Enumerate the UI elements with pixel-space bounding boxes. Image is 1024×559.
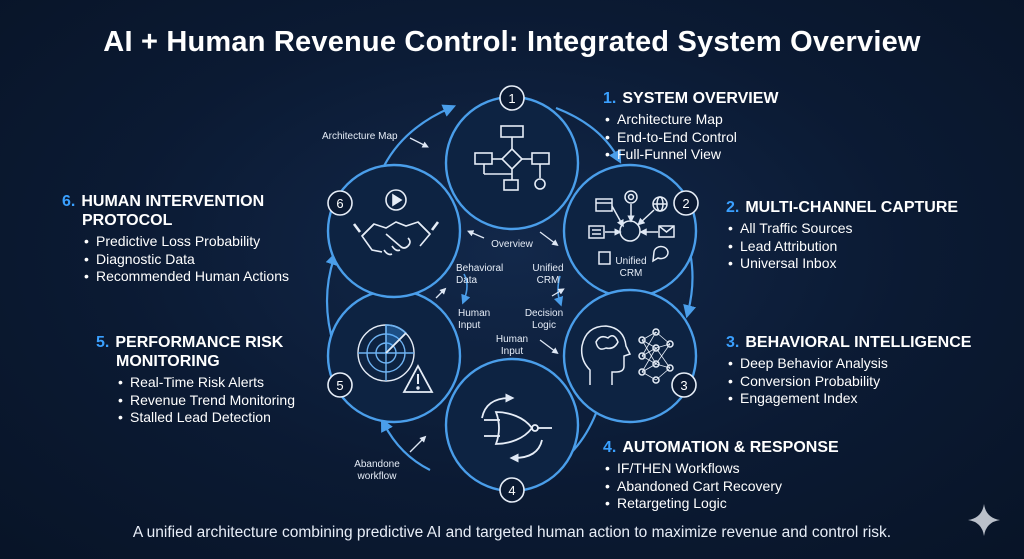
flow-labels: Architecture Map Abandone workflow Overv…	[322, 131, 564, 482]
sparkle-icon	[968, 504, 1000, 536]
list-item: Recommended Human Actions	[82, 268, 289, 286]
label-architecture-map: Architecture Map	[322, 131, 398, 142]
node-badge-4: 4	[499, 477, 525, 503]
crm-icon-label-line1: Unified	[615, 256, 646, 267]
svg-text:6: 6	[336, 196, 343, 211]
list-item: Architecture Map	[603, 111, 779, 129]
brain-neural-icon	[580, 325, 674, 385]
section-items: Predictive Loss Probability Diagnostic D…	[82, 233, 289, 286]
node-circle-6	[326, 163, 462, 299]
node-circle-5	[326, 288, 462, 424]
section-title: 2.MULTI-CHANNEL CAPTURE	[726, 199, 959, 216]
list-item: Lead Attribution	[726, 238, 958, 256]
list-item: All Traffic Sources	[726, 220, 958, 238]
section-automation-response: 4.AUTOMATION & RESPONSE IF/THEN Workflow…	[603, 438, 839, 513]
section-title: 4.AUTOMATION & RESPONSE	[603, 439, 839, 456]
node-badge-6: 6	[327, 190, 353, 216]
section-items: Real-Time Risk Alerts Revenue Trend Moni…	[116, 374, 295, 427]
handshake-icon	[352, 189, 440, 256]
radar-warning-icon	[357, 324, 434, 393]
label-unified-line2: CRM	[537, 275, 560, 286]
list-item: Real-Time Risk Alerts	[116, 374, 295, 392]
label-human-input-line1: Human	[458, 308, 490, 319]
label-human-input-b-line1: Human	[496, 334, 528, 345]
list-item: Retargeting Logic	[603, 495, 839, 513]
section-items: IF/THEN Workflows Abandoned Cart Recover…	[603, 460, 839, 513]
node-badge-3: 3	[671, 372, 697, 398]
node-circle-2: Unified CRM	[562, 163, 698, 299]
node-circle-4	[444, 357, 580, 493]
list-item: Universal Inbox	[726, 255, 958, 273]
label-unified-line1: Unified	[532, 263, 563, 274]
list-item: IF/THEN Workflows	[603, 460, 839, 478]
node-badge-2: 2	[673, 190, 699, 216]
list-item: Conversion Probability	[726, 373, 971, 391]
node-badge-5: 5	[327, 372, 353, 398]
label-abandone-line2: workflow	[357, 471, 398, 482]
section-title: 1.SYSTEM OVERVIEW	[603, 90, 779, 107]
label-human-input-b-line2: Input	[501, 346, 523, 357]
list-item: Deep Behavior Analysis	[726, 355, 971, 373]
channel-hub-icon	[588, 190, 675, 265]
page-title: AI + Human Revenue Control: Integrated S…	[103, 26, 921, 58]
list-item: Predictive Loss Probability	[82, 233, 289, 251]
footer-caption: A unified architecture combining predict…	[132, 524, 892, 541]
list-item: Full-Funnel View	[603, 146, 779, 164]
label-decision-line1: Decision	[525, 308, 563, 319]
node-badge-1: 1	[499, 85, 525, 111]
svg-text:3: 3	[680, 378, 687, 393]
svg-text:2: 2	[682, 196, 689, 211]
svg-text:4: 4	[508, 483, 515, 498]
list-item: Engagement Index	[726, 390, 971, 408]
svg-text:5: 5	[336, 378, 343, 393]
section-multi-channel-capture: 2.MULTI-CHANNEL CAPTURE All Traffic Sour…	[726, 198, 958, 273]
section-items: Architecture Map End-to-End Control Full…	[603, 111, 779, 164]
logic-gate-icon	[481, 393, 552, 463]
label-decision-line2: Logic	[532, 320, 556, 331]
label-abandone-line1: Abandone	[354, 459, 400, 470]
section-system-overview: 1.SYSTEM OVERVIEW Architecture Map End-t…	[603, 89, 779, 164]
section-behavioral-intelligence: 3.BEHAVIORAL INTELLIGENCE Deep Behavior …	[726, 333, 971, 408]
section-items: Deep Behavior Analysis Conversion Probab…	[726, 355, 971, 408]
section-title: 3.BEHAVIORAL INTELLIGENCE	[726, 334, 972, 351]
node-badges: 1 2 3 4 5 6	[327, 85, 699, 503]
node-circle-3	[562, 288, 698, 424]
list-item: Revenue Trend Monitoring	[116, 392, 295, 410]
label-behavioral-line1: Behavioral	[456, 263, 503, 274]
flowchart-icon	[474, 125, 550, 191]
svg-text:1: 1	[508, 91, 515, 106]
crm-icon-label-line2: CRM	[620, 268, 643, 279]
node-circle-1	[444, 95, 580, 231]
label-behavioral-line2: Data	[456, 275, 478, 286]
label-human-input-line2: Input	[458, 320, 480, 331]
label-overview: Overview	[491, 239, 533, 250]
list-item: End-to-End Control	[603, 129, 779, 147]
list-item: Abandoned Cart Recovery	[603, 478, 839, 496]
list-item: Stalled Lead Detection	[116, 409, 295, 427]
section-items: All Traffic Sources Lead Attribution Uni…	[726, 220, 958, 273]
list-item: Diagnostic Data	[82, 251, 289, 269]
